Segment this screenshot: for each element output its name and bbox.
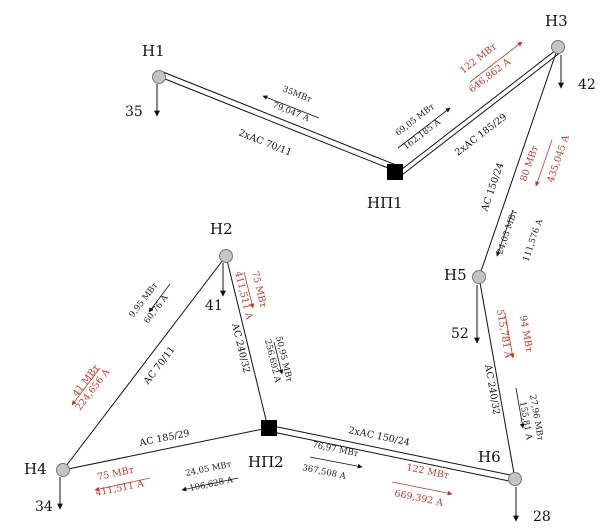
flow-current-h3-h5: 111,576 А [521,217,545,263]
flow-power-h3-h5: 24,03 МВт [495,208,520,256]
line-h5-h6 [478,276,516,480]
line-h3-h5 [478,46,559,278]
flow-arrow-h1-np1 [262,95,320,119]
line-h1-np1 [159,71,397,171]
outage-current-h3-h5: 435,045 А [545,133,572,184]
outage-arrow-h4-np2 [94,477,151,492]
outage-power-h5-h6: 94 МВт [517,315,534,353]
flow-arrow-h4-np2 [181,477,239,492]
flow-arrow-np2-h6 [309,456,363,469]
line-label-np2-h6: 2хАС 150/24 [347,425,410,448]
flow-arrow-h2-h4 [148,283,171,313]
node-h2 [219,249,233,263]
load-value-h4: 34 [35,499,53,515]
flow-arrow-h5-h6 [515,387,525,429]
load-value-h5: 52 [451,326,469,342]
flow-current-h4-np2: 106,628 А [189,475,235,494]
outage-arrow-h2-h4 [71,367,101,406]
outage-arrow-np2-h6 [391,481,453,496]
node-h6 [508,472,522,486]
outage-power-h3-h5: 80 МВт [518,144,540,183]
load-value-h2: 41 [205,298,223,314]
line-h4-np2 [62,427,269,471]
line-label-h3-h5: АС 150/24 [479,161,506,213]
load-value-h3: 42 [578,77,596,93]
outage-arrow-np1-h3 [469,41,523,83]
flow-power-h1-np1: 35МВт [281,85,313,106]
load-value-h6: 28 [533,509,551,525]
outage-power-np2-h6: 122 МВт [405,462,449,481]
flow-arrow-h2-np2 [273,341,284,375]
load-value-h1: 35 [125,104,143,120]
outage-arrow-h2-np2 [243,271,255,309]
node-label-h4: H4 [24,460,47,478]
node-label-h5: H5 [444,266,467,284]
node-np1 [387,164,403,180]
node-label-h1: H1 [142,42,165,60]
node-label-np2: НП2 [248,453,284,471]
line-label-np1-h3: 2хАС 185/29 [453,112,509,159]
node-h5 [472,270,486,284]
flow-current-h1-np1: 79,047 А [271,101,311,125]
flow-current-np2-h6: 367,508 А [301,463,347,482]
line-h2-h4 [62,255,227,471]
outage-current-h5-h6: 515,781 А [494,309,514,360]
node-label-h6: H6 [478,448,501,466]
line-np2-h6 [267,424,516,483]
node-np2 [261,420,277,436]
flow-arrow-h3-h5 [496,209,514,257]
node-label-h2: H2 [210,220,233,238]
node-label-h3: H3 [545,12,568,30]
node-h1 [152,70,166,84]
line-h2-np2 [225,255,269,429]
line-label-h1-np1: 2хАС 70/11 [237,128,293,159]
flow-power-np2-h6: 76,97 МВт [311,440,359,459]
line-label-h2-h4: АС 70/11 [142,344,178,386]
outage-arrow-h5-h6 [504,312,515,359]
node-h3 [551,40,565,54]
outage-arrow-h3-h5 [535,139,553,187]
line-np1-h3 [392,49,562,179]
node-h4 [56,463,70,477]
flow-arrow-np1-h3 [397,107,451,149]
node-label-np1: НП1 [367,194,403,212]
